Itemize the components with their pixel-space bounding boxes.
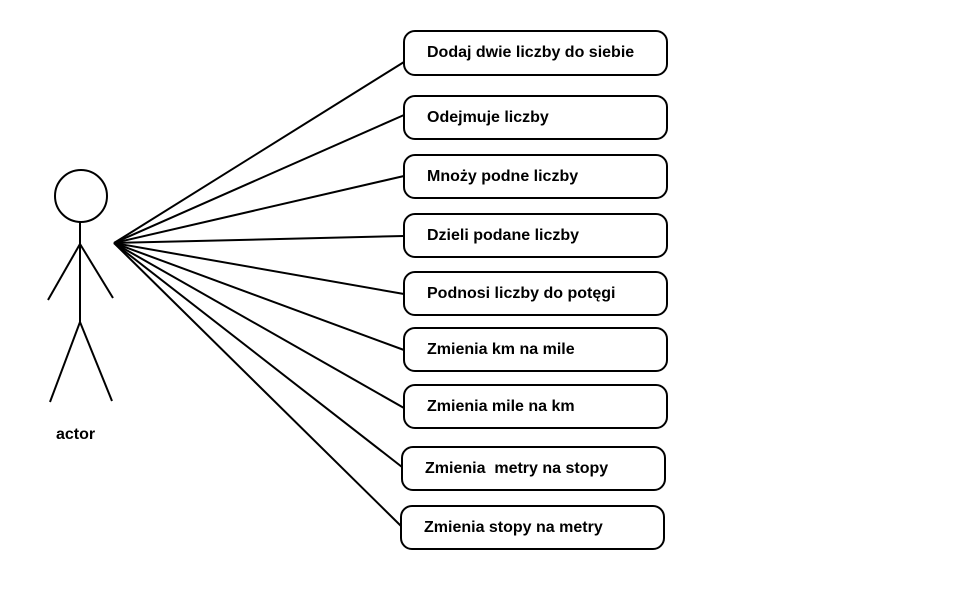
- use-case-subtract[interactable]: Odejmuje liczby: [403, 95, 668, 140]
- association-line-8: [113, 242, 403, 468]
- use-case-miles-to-km[interactable]: Zmienia mile na km: [403, 384, 668, 429]
- association-line-6: [113, 242, 405, 351]
- association-line-2: [113, 114, 405, 244]
- use-case-power[interactable]: Podnosi liczby do potęgi: [403, 271, 668, 316]
- actor-arm-left: [47, 243, 81, 301]
- association-line-3: [113, 175, 405, 244]
- association-line-7: [113, 242, 405, 409]
- association-line-5: [113, 242, 405, 295]
- use-case-meters-to-feet[interactable]: Zmienia metry na stopy: [401, 446, 666, 491]
- actor-head: [54, 169, 108, 223]
- use-case-divide[interactable]: Dzieli podane liczby: [403, 213, 668, 258]
- actor-leg-right: [79, 321, 113, 402]
- association-line-4: [113, 235, 405, 244]
- association-line-1: [113, 61, 405, 244]
- actor-arm-right: [79, 243, 114, 299]
- actor-stick-figure: [47, 169, 114, 403]
- actor-leg-left: [49, 321, 81, 403]
- use-case-feet-to-meters[interactable]: Zmienia stopy na metry: [400, 505, 665, 550]
- actor-label: actor: [56, 426, 96, 443]
- use-case-multiply[interactable]: Mnoży podne liczby: [403, 154, 668, 199]
- use-case-add[interactable]: Dodaj dwie liczby do siebie: [403, 30, 668, 76]
- association-line-9: [113, 242, 402, 527]
- use-case-km-to-miles[interactable]: Zmienia km na mile: [403, 327, 668, 372]
